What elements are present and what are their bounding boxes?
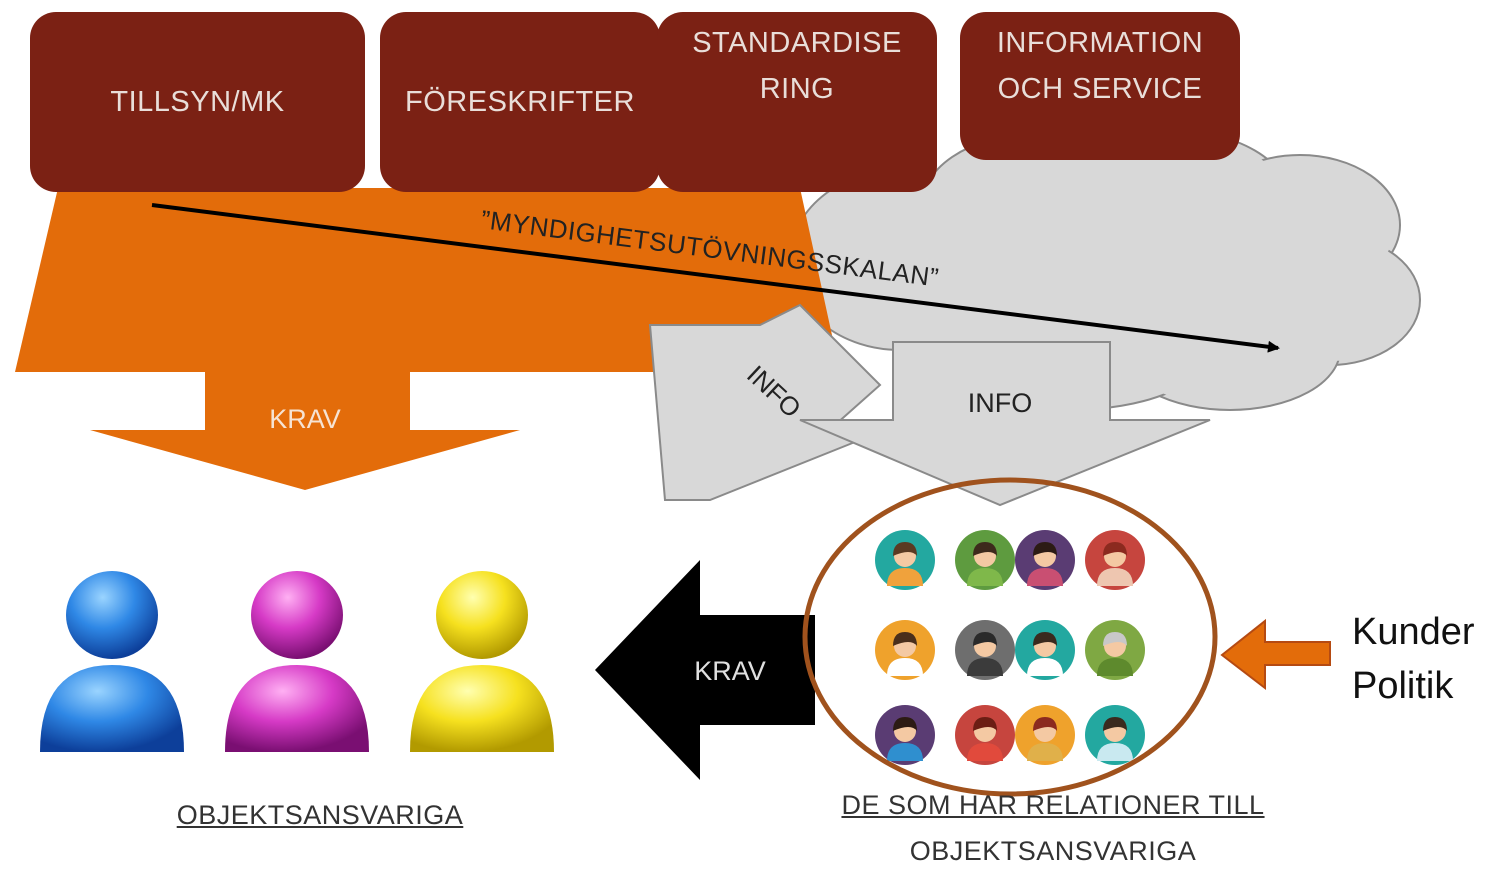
avatar-icon [955,705,1015,765]
de-som-label-line1: DE SOM HAR RELATIONER TILL [841,790,1265,820]
avatar-grid [875,530,1145,765]
avatar-icon [955,620,1015,680]
person-blue-icon [40,571,184,752]
box-foreskrifter: FÖRESKRIFTER [380,12,660,192]
person-yellow-icon [410,571,554,752]
side-label-kunder: Kunder [1352,611,1475,653]
person-magenta-icon [225,571,369,752]
avatar-icon [875,530,935,590]
scale-arrow-line [151,203,1280,353]
krav-down-arrow [90,372,520,490]
box-information: INFORMATION OCH SERVICE [960,12,1240,160]
box-tillsyn-label: TILLSYN/MK [110,86,285,118]
box-foreskrifter-label: FÖRESKRIFTER [405,86,635,118]
krav-black-label: KRAV [694,656,766,686]
highlight-ellipse [802,477,1218,797]
avatar-icon [1015,530,1075,590]
cloud-fill [794,134,1416,406]
box-information-label: INFORMATION OCH SERVICE [996,27,1204,105]
avatar-icon [875,620,935,680]
avatar-icon [1085,620,1145,680]
box-tillsyn: TILLSYN/MK [30,12,365,192]
box-standardisering: STANDARDISE RING [657,12,937,192]
avatar-icon [875,705,935,765]
info-down-arrow [799,341,1211,507]
krav-top-label: KRAV [269,404,341,434]
side-label-politik: Politik [1352,665,1454,707]
avatar-icon [1015,620,1075,680]
info-right-label: INFO [968,388,1033,418]
pointer-arrow [1220,618,1331,691]
objektsansvariga-label: OBJEKTSANSVARIGA [176,800,464,830]
avatar-icon [1085,530,1145,590]
orange-trapezoid [15,188,840,372]
krav-left-arrow [595,560,815,780]
de-som-label-line2: OBJEKTSANSVARIGA [909,836,1197,866]
avatar-icon [955,530,1015,590]
box-standardisering-label: STANDARDISE RING [692,27,902,105]
avatar-icon [1015,705,1075,765]
avatar-icon [1085,705,1145,765]
